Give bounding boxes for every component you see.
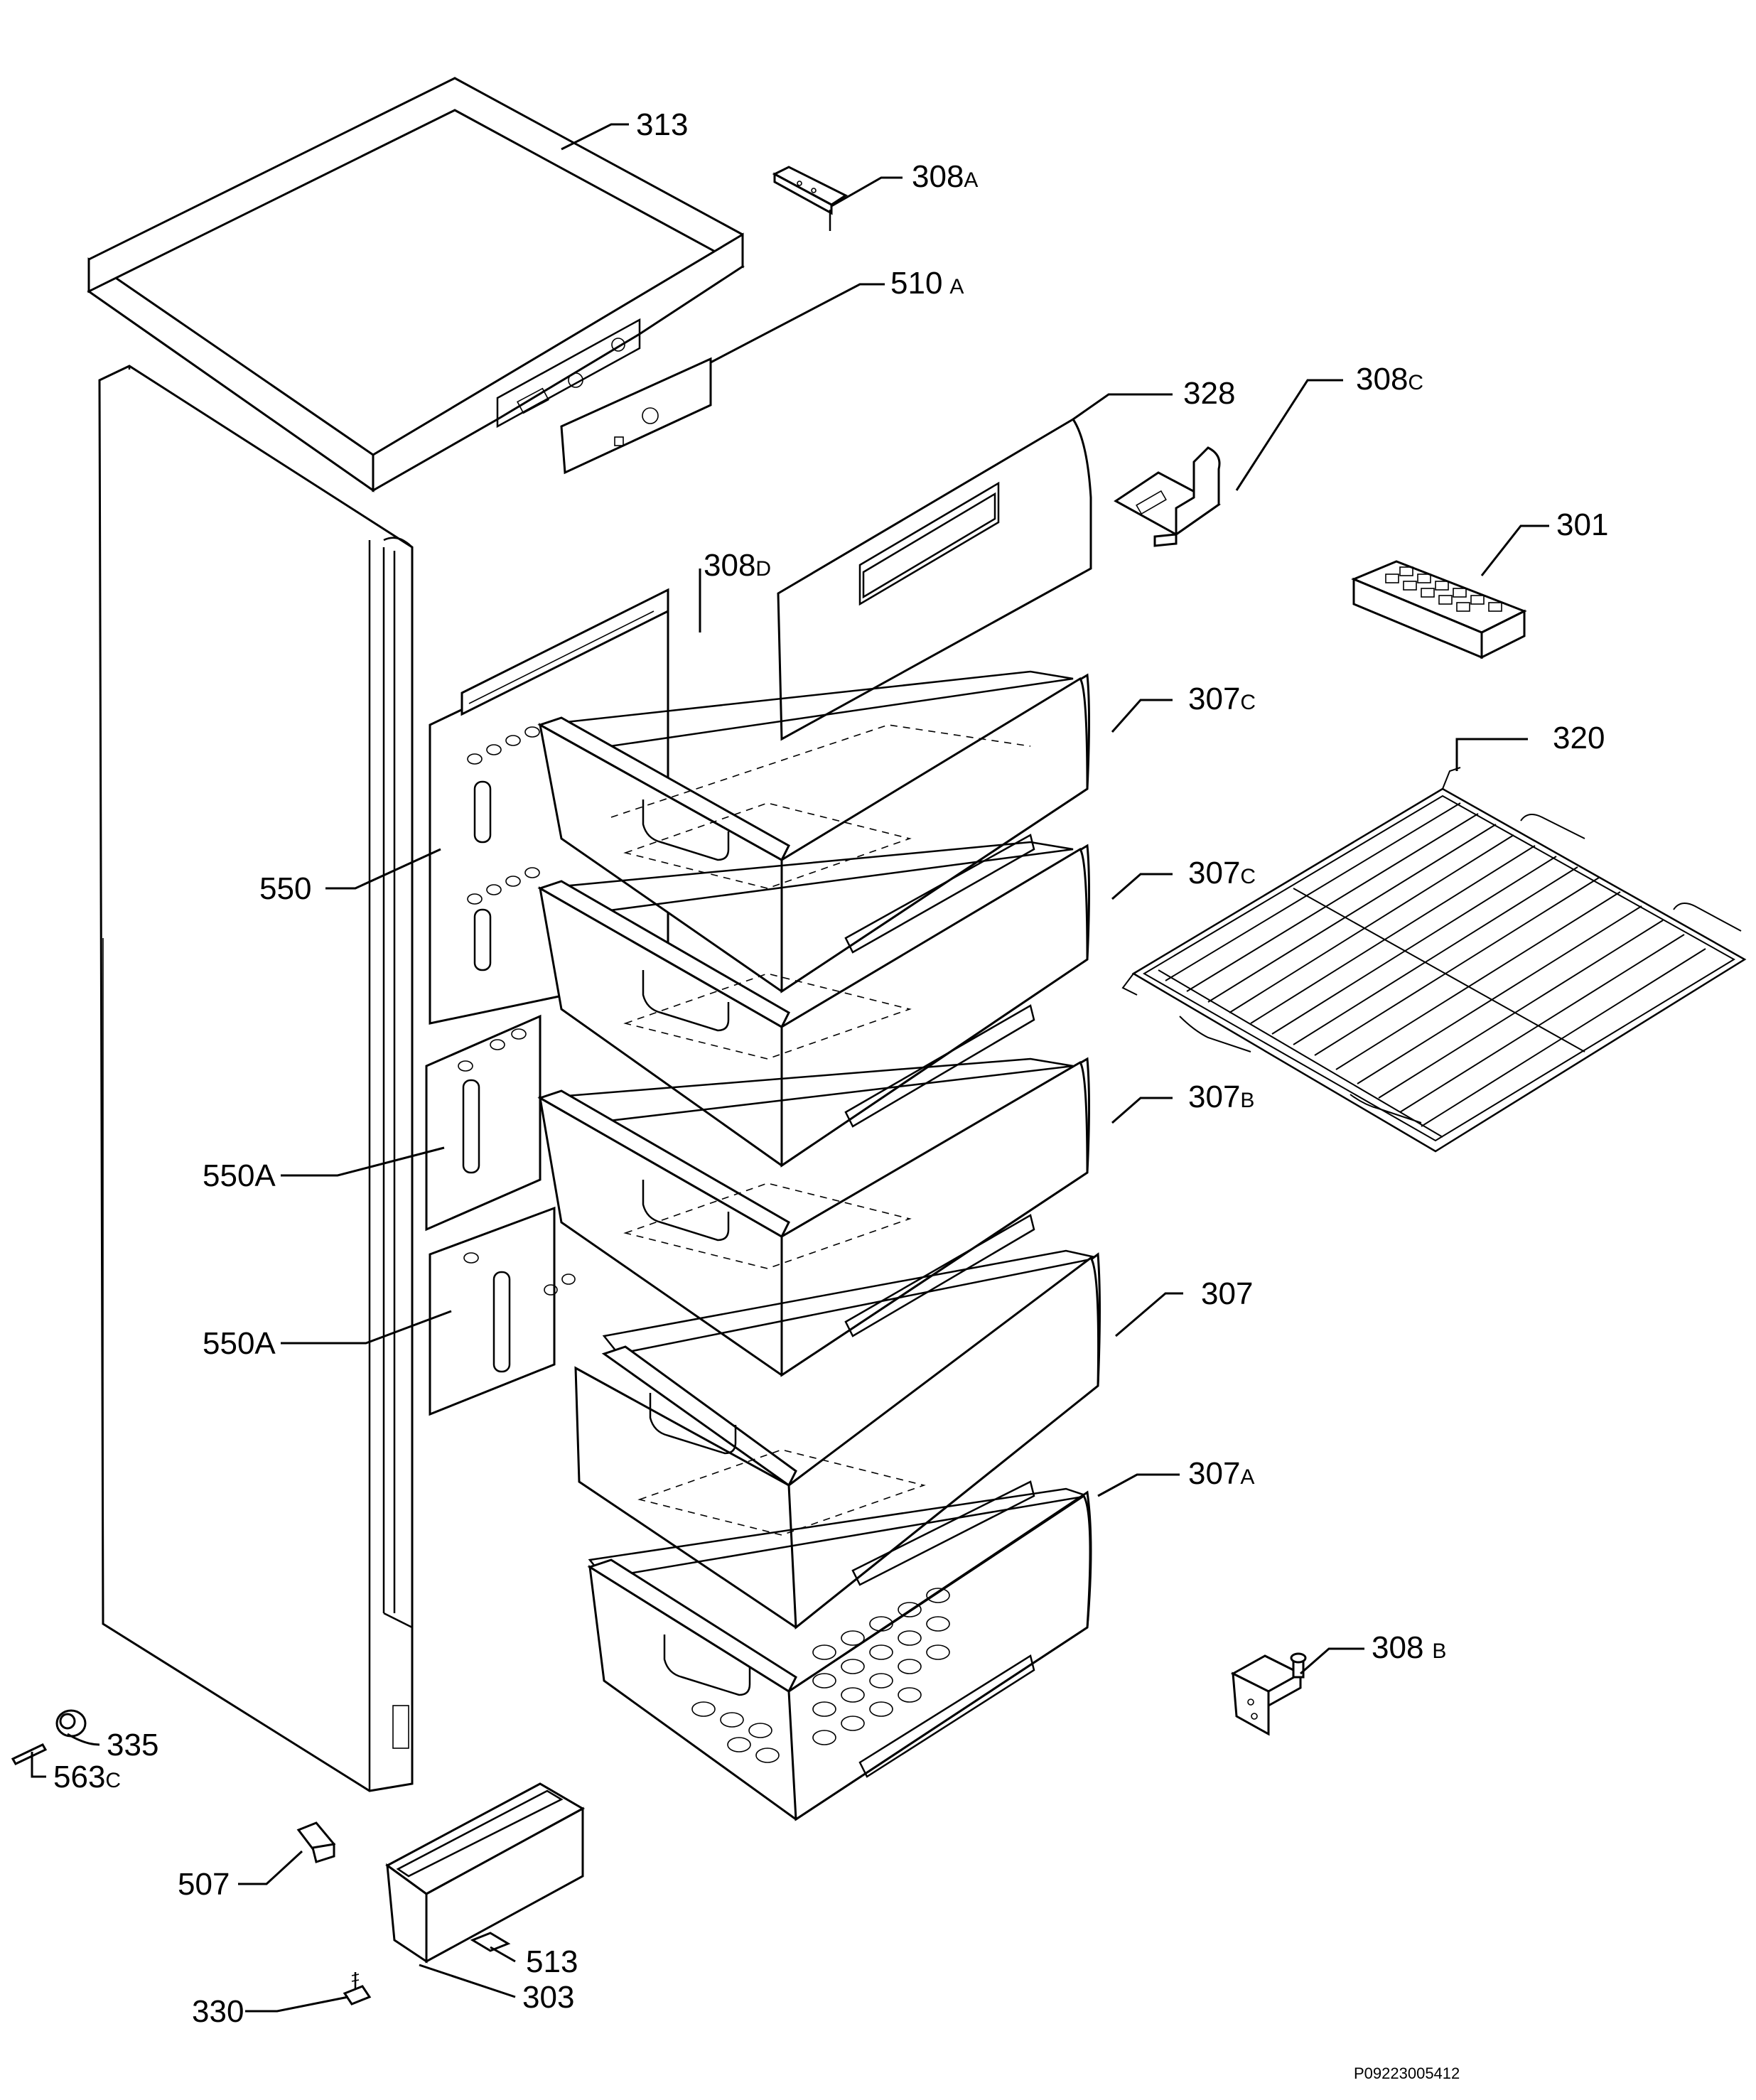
label-328: 328 — [1183, 376, 1235, 411]
drawer-307a — [587, 1487, 1092, 1821]
label-550: 550 — [259, 871, 311, 906]
kickplate-303 — [385, 1782, 586, 1964]
label-330: 330 — [192, 1994, 244, 2029]
leader-lines — [31, 123, 1549, 2013]
clip-513 — [470, 1932, 511, 1952]
screw-330 — [343, 1972, 372, 2005]
foot-335 — [55, 1709, 87, 1738]
label-335: 335 — [107, 1728, 158, 1762]
label-308a: 308A — [912, 159, 978, 194]
label-550a-upper: 550A — [203, 1158, 276, 1193]
pin-563c — [11, 1743, 48, 1765]
clip-308c — [1114, 446, 1221, 547]
cabinet-body — [98, 365, 414, 1792]
interior-rail-550a-lower — [429, 1206, 576, 1416]
control-panel-510a — [560, 357, 712, 475]
ice-tray-301 — [1351, 560, 1527, 659]
label-307c-lower: 307C — [1188, 856, 1256, 890]
label-301: 301 — [1556, 507, 1608, 542]
label-513: 513 — [526, 1944, 578, 1979]
drawer-307c-upper — [537, 670, 1090, 994]
clip-507 — [296, 1821, 336, 1863]
hinge-308a — [772, 166, 849, 231]
label-550a-lower: 550A — [203, 1326, 276, 1361]
label-307a: 307A — [1188, 1456, 1254, 1491]
label-308d: 308D — [704, 548, 771, 583]
flap-328 — [777, 417, 1092, 741]
label-307c-upper: 307C — [1188, 682, 1256, 716]
label-563c: 563C — [53, 1760, 121, 1794]
label-307b: 307B — [1188, 1079, 1254, 1114]
drawer-307 — [574, 1249, 1101, 1630]
top-cover — [87, 77, 745, 492]
drawer-307b — [537, 1057, 1090, 1377]
hinge-308b — [1230, 1652, 1307, 1736]
label-313: 313 — [636, 107, 688, 142]
label-303: 303 — [522, 1980, 574, 2015]
label-320: 320 — [1553, 721, 1605, 755]
drawer-307c-lower — [537, 841, 1090, 1168]
label-307: 307 — [1201, 1276, 1253, 1311]
label-308c: 308C — [1356, 362, 1423, 397]
label-507: 507 — [178, 1867, 230, 1902]
diagram-code: P09223005412 — [1354, 2064, 1460, 2082]
wire-shelf-320 — [1121, 767, 1747, 1153]
interior-rail-550a-upper — [425, 1014, 542, 1232]
